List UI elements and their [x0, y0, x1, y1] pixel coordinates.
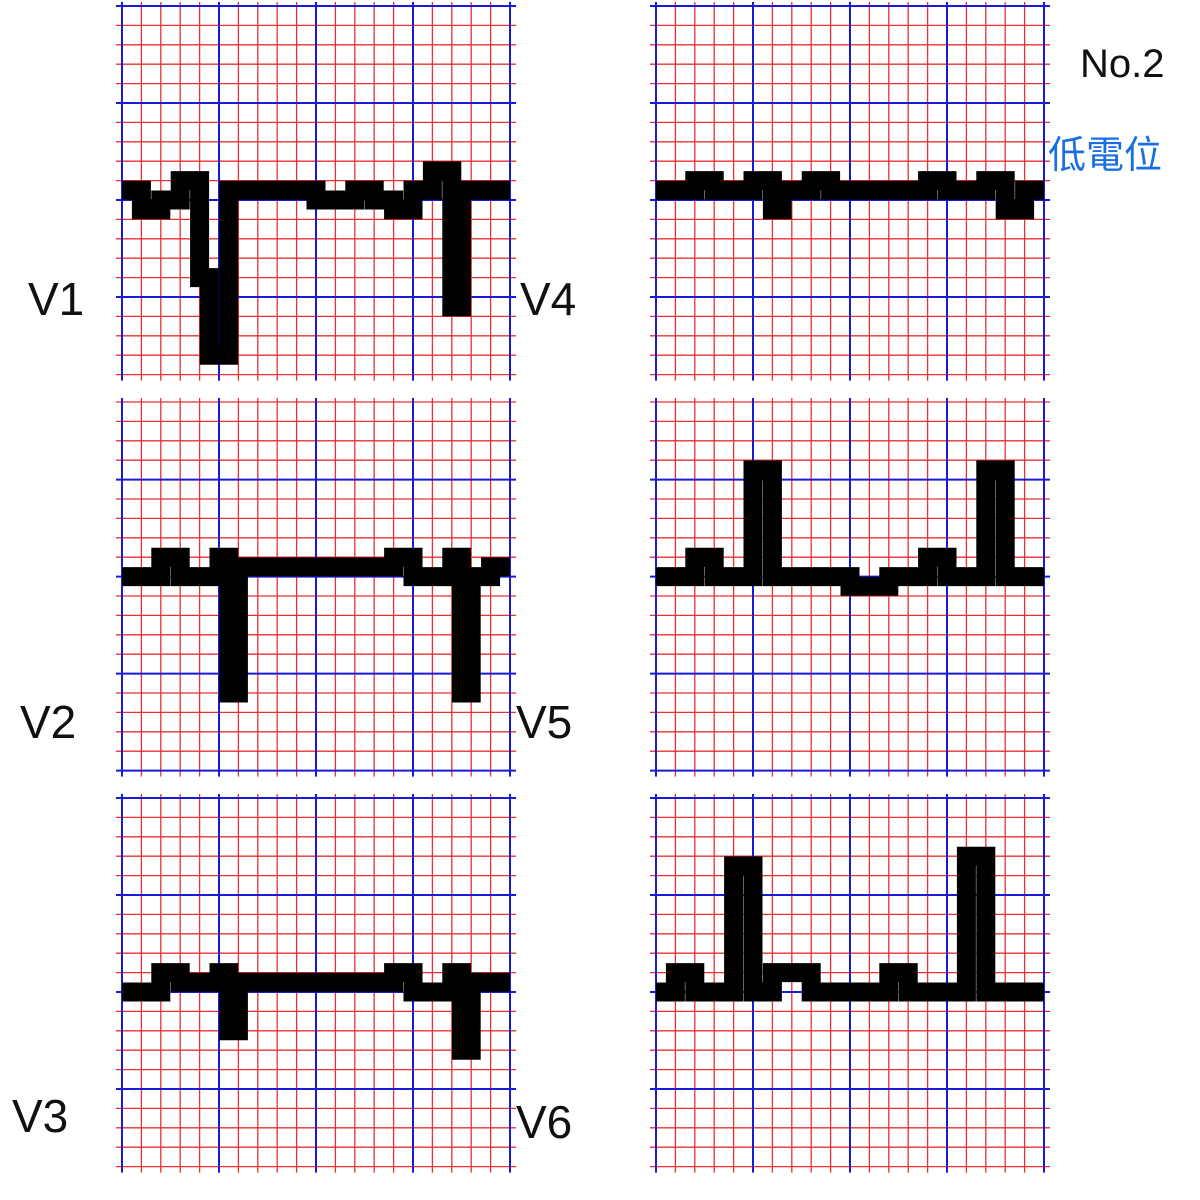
lead-label-v5: V5 — [516, 696, 572, 748]
low-voltage-note: 低電位 — [1048, 133, 1162, 177]
lead-label-v6: V6 — [516, 1096, 572, 1148]
ecg-panel-v6 — [650, 794, 1050, 1173]
ecg-panels — [116, 2, 1050, 1173]
ecg-trace-v6 — [656, 846, 1044, 1002]
major-grid-v2 — [116, 398, 516, 777]
ecg-panel-v2 — [116, 398, 516, 777]
lead-label-v4: V4 — [520, 273, 576, 325]
ecg-trace-v1 — [122, 161, 510, 365]
ecg-trace-v5 — [656, 460, 1044, 596]
page-number: No.2 — [1080, 42, 1165, 86]
lead-label-v2: V2 — [20, 696, 76, 748]
ecg-trace-v2 — [122, 547, 510, 703]
ecg-panel-v1 — [116, 2, 516, 381]
lead-label-v1: V1 — [28, 273, 84, 325]
ecg-panel-v3 — [116, 794, 516, 1173]
ecg-trace-v4 — [656, 171, 1044, 220]
lead-label-v3: V3 — [12, 1090, 68, 1142]
ecg-panel-v5 — [650, 398, 1050, 777]
ecg-panel-v4 — [650, 2, 1050, 381]
ecg-trace-v3 — [122, 963, 510, 1060]
